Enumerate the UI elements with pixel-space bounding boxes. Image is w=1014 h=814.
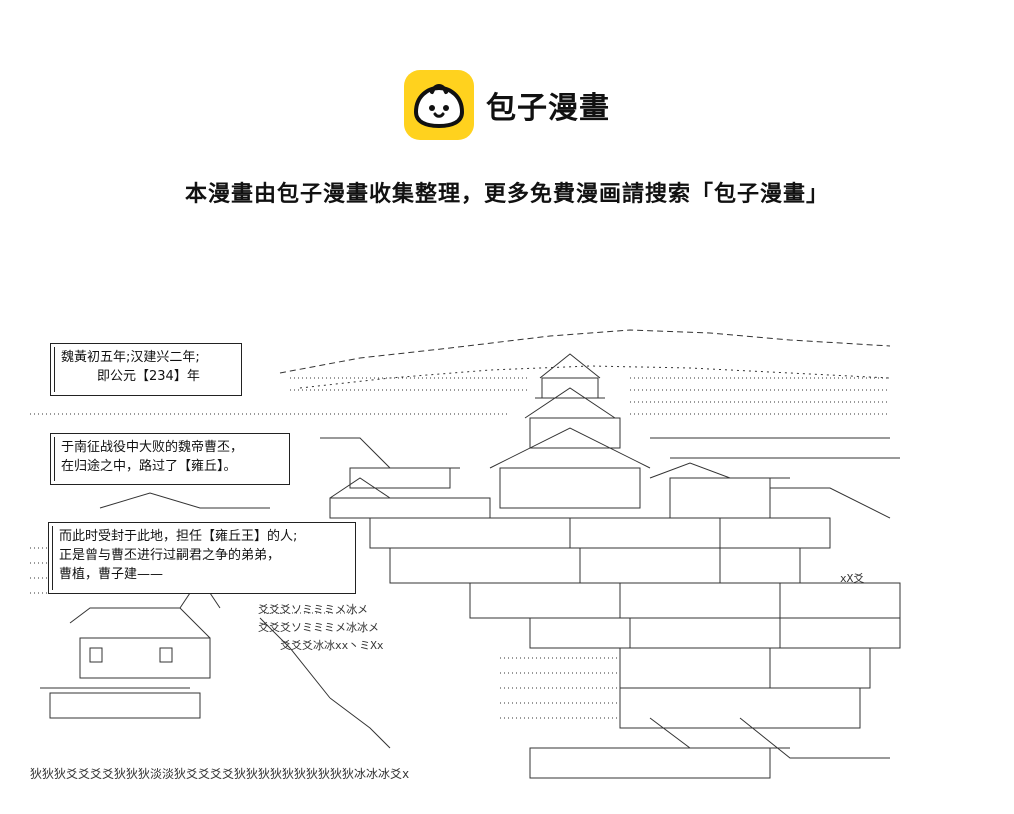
caption-line: 正是曾与曹丕进行过嗣君之争的弟弟， xyxy=(59,548,281,563)
caption-line: 而此时受封于此地，担任【雍丘王】的人; xyxy=(59,529,298,544)
caption-line: 魏黃初五年;汉建兴二年; xyxy=(61,350,200,365)
caption-line: 曹植，曹子建—— xyxy=(59,567,164,582)
caption-line: 于南征战役中大败的魏帝曹丕， xyxy=(61,440,244,455)
caption-box-date: 魏黃初五年;汉建兴二年; 即公元【234】年 xyxy=(50,343,242,396)
caption-line: 即公元【234】年 xyxy=(97,369,200,384)
site-logo[interactable]: 包子漫畫 xyxy=(0,70,1014,140)
ascii-glyph-row-3: 爻爻爻冰冰xx丶ミXx xyxy=(280,639,384,652)
ascii-glyph-row-4: 狄狄狄爻爻爻爻狄狄狄淡淡狄爻爻爻爻狄狄狄狄狄狄狄狄狄狄冰冰冰爻x xyxy=(30,767,410,781)
steamed-bun-icon xyxy=(404,70,474,140)
site-notice: 本漫畫由包子漫畫收集整理，更多免費漫画請搜索「包子漫畫」 xyxy=(184,182,829,207)
caption-box-journey: 于南征战役中大败的魏帝曹丕， 在归途之中，路过了【雍丘】。 xyxy=(50,433,290,485)
caption-line: 在归途之中，路过了【雍丘】。 xyxy=(61,459,237,474)
ascii-glyph-row-1: 爻爻爻ソミミミメ冰メ xyxy=(258,603,368,616)
city-scene-drawing xyxy=(30,329,901,779)
ascii-glyph-row-5: xX爻 xyxy=(840,572,865,585)
brand-name: 包子漫畫 xyxy=(486,91,610,126)
ascii-art-scene: 爻爻爻ソミミミメ冰メ 爻爻爻ソミミミメ冰冰メ 爻爻爻冰冰xx丶ミXx xX爻 狄… xyxy=(30,318,910,788)
ascii-glyph-row-2: 爻爻爻ソミミミメ冰冰メ xyxy=(258,621,379,634)
caption-box-prince: 而此时受封于此地，担任【雍丘王】的人; 正是曾与曹丕进行过嗣君之争的弟弟， 曹植… xyxy=(48,522,356,594)
